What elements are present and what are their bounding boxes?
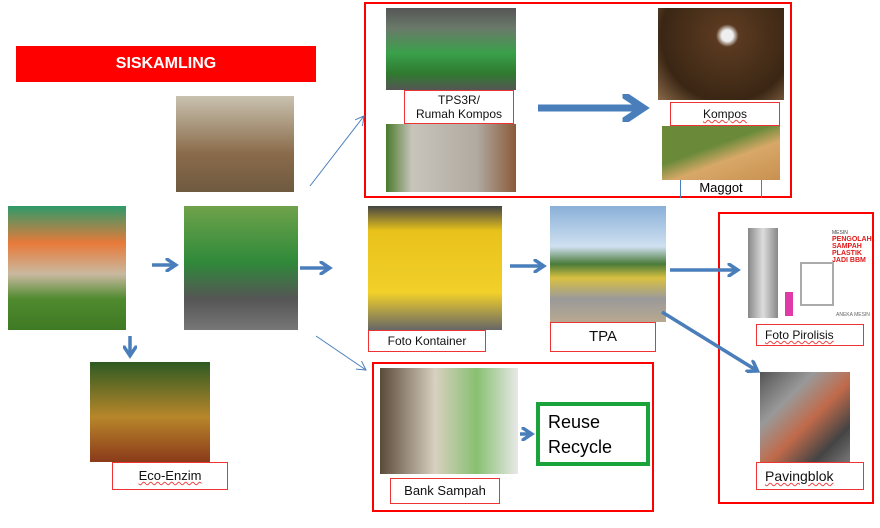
maggot-label: Maggot: [680, 180, 762, 198]
maggot-photo: [662, 126, 780, 180]
recycle-text: Recycle: [548, 437, 613, 457]
container-photo: [368, 206, 502, 330]
reuse-recycle-box: Reuse Recycle: [536, 402, 650, 466]
tpa-photo: [550, 206, 666, 322]
arrow-tpa-paving: [661, 310, 756, 370]
tpa-label: TPA: [550, 322, 656, 352]
bank-sampah-label: Bank Sampah: [390, 478, 500, 504]
motorcycle-cart-photo: [184, 206, 298, 330]
cart-photo: [176, 96, 294, 192]
title-banner: SISKAMLING: [16, 46, 316, 82]
reuse-text: Reuse: [548, 412, 601, 432]
arrow-to-bank: [315, 335, 366, 370]
eco-enzim-label: Eco-Enzim: [112, 462, 228, 490]
eco-enzim-photo: [90, 362, 210, 462]
bank-sampah-box: [372, 362, 654, 512]
tps3r-label: TPS3R/ Rumah Kompos: [404, 90, 514, 124]
household-waste-photo: [8, 206, 126, 330]
arrow-to-compost: [309, 116, 364, 187]
compost-bin-photo: [386, 124, 516, 192]
paving-label: Pavingblok: [756, 462, 864, 490]
kompos-label: Kompos: [670, 102, 780, 126]
plastic-processing-box: [718, 212, 874, 504]
paving-photo: [760, 372, 850, 462]
tps3r-photo: [386, 8, 516, 90]
kontainer-label: Foto Kontainer: [368, 330, 486, 352]
compost-group-box: [364, 2, 792, 198]
kompos-photo: [658, 8, 784, 100]
bank-sampah-photo: [380, 368, 518, 474]
pirolisis-photo: MESIN PENGOLAH SAMPAH PLASTIK JADI BBM A…: [740, 222, 872, 322]
pirolisis-label: Foto Pirolisis: [756, 324, 864, 346]
